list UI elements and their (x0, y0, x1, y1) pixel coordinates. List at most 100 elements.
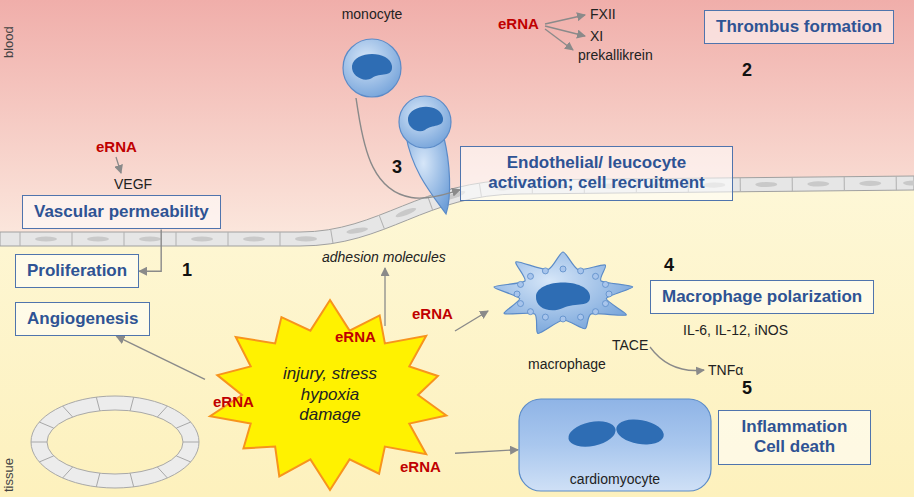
enzyme-label: TACE (612, 337, 648, 353)
vessel-wall (31, 396, 199, 488)
cell-nucleus (859, 181, 881, 186)
box-text: Proliferation (27, 261, 127, 281)
connector-arrow (455, 311, 488, 331)
region-label: blood (2, 26, 17, 58)
granule (518, 281, 524, 287)
cell-border (130, 473, 134, 487)
cell-border (96, 473, 100, 487)
arrow (545, 29, 573, 50)
cell-border (31, 442, 47, 443)
cell-border (157, 467, 167, 478)
granule (514, 291, 520, 297)
cell-border (176, 456, 190, 462)
cytokine-label: TNFα (708, 362, 743, 378)
cell-border (740, 178, 741, 192)
factor-label: XI (590, 28, 603, 44)
cell-nucleus (295, 236, 317, 241)
granule (527, 309, 533, 315)
cell-border (896, 176, 897, 190)
cell-border (157, 406, 167, 417)
monocyte-nucleus (408, 107, 443, 132)
process-box: Vascular permeability (22, 195, 221, 229)
granule (527, 273, 533, 279)
cell-border (792, 177, 793, 191)
arrow (116, 157, 121, 173)
callout-number: 5 (742, 378, 752, 399)
cell-border (228, 232, 229, 246)
cell-nucleus (755, 182, 777, 187)
process-box: Endothelial/ leucocyte activation; cell … (460, 146, 733, 201)
connector-arrow (139, 229, 161, 271)
cell-nucleus (191, 236, 213, 241)
granule (542, 268, 548, 274)
granule (518, 301, 524, 307)
callout-number: 2 (742, 60, 752, 81)
cell-nucleus (87, 236, 109, 241)
callout-number: 3 (392, 157, 402, 178)
arrow (384, 268, 385, 326)
cell-border (176, 232, 177, 246)
box-text: Angiogenesis (27, 309, 138, 329)
box-text: Endothelial/ leucocyte activation; cell … (472, 153, 721, 194)
process-box: Thrombus formation (704, 10, 894, 44)
cell-label: injury, stress hypoxia damage (271, 364, 389, 425)
process-box: Proliferation (15, 254, 139, 288)
molecule-label: eRNA (335, 328, 376, 345)
cell-nucleus (139, 236, 161, 241)
cytokine-label: IL-6, IL-12, iNOS (683, 322, 788, 338)
cell-border (176, 422, 190, 428)
cell-body (519, 399, 711, 491)
callout-number: 1 (182, 260, 192, 281)
cardiomyocyte-cell: cardiomyocyte (518, 398, 712, 492)
cell-body (343, 39, 401, 97)
callout-number: 4 (664, 255, 674, 276)
note-label: adhesion molecules (322, 249, 446, 265)
edge-label: eRNA (412, 305, 453, 322)
process-box: Macrophage polarization (650, 280, 874, 314)
cell-border (379, 216, 384, 229)
cell-border (72, 232, 73, 246)
region-label: tissue (2, 458, 17, 492)
arrow (545, 26, 585, 36)
factor-label: FXII (590, 6, 616, 22)
process-box: Inflammation Cell death (718, 410, 871, 465)
arrow (650, 347, 704, 371)
cell-border (130, 397, 134, 411)
box-text: Macrophage polarization (662, 287, 862, 307)
cell-nucleus (903, 180, 914, 185)
cell-label: monocyte (332, 6, 412, 22)
granule (560, 266, 566, 272)
cell-border (124, 232, 125, 246)
macrophage-cell: macrophage (488, 250, 648, 372)
cell-border (63, 467, 73, 478)
cell-label: macrophage (528, 356, 606, 372)
box-text: Inflammation Cell death (730, 417, 859, 458)
factor-label: prekallikrein (578, 47, 653, 63)
blood-ground (0, 0, 914, 232)
starburst-shape (210, 300, 446, 490)
cell-border (39, 422, 53, 428)
connector-arrow (356, 98, 460, 198)
cell-border (331, 229, 333, 243)
cell-border (96, 397, 100, 411)
cell-border (39, 456, 53, 462)
box-text: Thrombus formation (716, 17, 882, 37)
cell-nucleus (352, 54, 392, 80)
vessel-ring (31, 396, 199, 488)
cell-body (494, 252, 633, 333)
granule (593, 273, 599, 279)
box-text: Vascular permeability (34, 202, 209, 222)
arrow (545, 15, 585, 24)
molecule-label: eRNA (96, 138, 137, 155)
cell-border (280, 232, 281, 246)
cell-nucleus (536, 283, 590, 311)
factor-label: VEGF (114, 176, 152, 192)
granule (606, 291, 612, 297)
cell-nucleus (35, 236, 57, 241)
cell-nucleus (243, 236, 265, 241)
endothelium (0, 176, 914, 246)
edge-label: eRNA (400, 458, 441, 475)
granule (602, 301, 608, 307)
granule (593, 309, 599, 315)
monocyte-body (399, 96, 451, 148)
